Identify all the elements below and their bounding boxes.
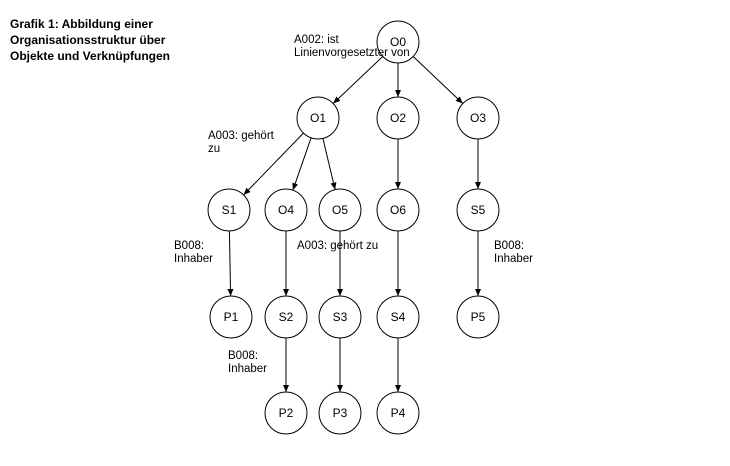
node-circle — [456, 188, 500, 232]
node-label: O2 — [390, 111, 406, 125]
edge-s1-p1 — [227, 230, 234, 297]
node-label: P4 — [391, 406, 406, 420]
node-label: P3 — [333, 406, 348, 420]
edge-label-b008-bottom: B008:Inhaber — [228, 350, 267, 375]
node-o1: O1 — [296, 96, 340, 140]
node-circle — [264, 295, 308, 339]
node-label: S2 — [279, 310, 294, 324]
node-label: P2 — [279, 406, 294, 420]
node-circle — [207, 188, 251, 232]
node-circle — [376, 295, 420, 339]
node-p5: P5 — [456, 295, 500, 339]
node-circle — [376, 96, 420, 140]
edge-label-line: B008: — [494, 240, 524, 252]
edge-label-line: B008: — [228, 350, 258, 362]
node-label: P5 — [471, 310, 486, 324]
node-circle — [209, 295, 253, 339]
edge-label-line: A002: ist — [294, 34, 340, 46]
node-label: S4 — [391, 310, 406, 324]
edges-layer — [227, 56, 481, 392]
edge-label-line: A003: gehört — [208, 130, 275, 142]
edge-o0-o1 — [332, 56, 384, 104]
node-o3: O3 — [456, 96, 500, 140]
title-line: Organisationsstruktur über — [10, 33, 166, 47]
node-s2: S2 — [264, 295, 308, 339]
edge-label-a003-mid: A003: gehört zu — [297, 240, 378, 252]
node-label: O6 — [390, 203, 406, 217]
node-label: O5 — [332, 203, 348, 217]
edge-label-line: zu — [208, 143, 220, 155]
edge-o0-o3 — [412, 56, 464, 104]
node-circle — [264, 391, 308, 435]
node-label: O4 — [278, 203, 294, 217]
node-label: S5 — [471, 203, 486, 217]
node-p1: P1 — [209, 295, 253, 339]
edge-o1-s1 — [243, 132, 304, 196]
node-circle — [318, 295, 362, 339]
node-o2: O2 — [376, 96, 420, 140]
node-label: O0 — [390, 35, 406, 49]
title-line: Grafik 1: Abbildung einer — [10, 17, 153, 31]
edge-label-line: Inhaber — [174, 253, 213, 265]
node-label: O1 — [310, 111, 326, 125]
edge-label-line: B008: — [174, 240, 204, 252]
node-o6: O6 — [376, 188, 420, 232]
node-label: O3 — [470, 111, 486, 125]
node-s4: S4 — [376, 295, 420, 339]
node-o4: O4 — [264, 188, 308, 232]
node-s5: S5 — [456, 188, 500, 232]
node-s3: S3 — [318, 295, 362, 339]
node-circle — [318, 391, 362, 435]
node-p3: P3 — [318, 391, 362, 435]
edge-o1-o4 — [292, 137, 312, 191]
edge-o1-o5 — [322, 138, 337, 190]
edge-label-line: A003: gehört zu — [297, 240, 378, 252]
node-circle — [456, 295, 500, 339]
edge-label-b008-left: B008:Inhaber — [174, 240, 213, 265]
node-label: P1 — [224, 310, 239, 324]
node-circle — [376, 20, 420, 64]
node-circle — [456, 96, 500, 140]
node-circle — [376, 391, 420, 435]
edge-label-line: Inhaber — [228, 363, 267, 375]
node-circle — [264, 188, 308, 232]
node-o0: O0 — [376, 20, 420, 64]
node-o5: O5 — [318, 188, 362, 232]
node-circle — [376, 188, 420, 232]
node-p2: P2 — [264, 391, 308, 435]
diagram-title: Grafik 1: Abbildung einer Organisationss… — [10, 16, 170, 64]
node-p4: P4 — [376, 391, 420, 435]
node-circle — [296, 96, 340, 140]
edge-label-line: Inhaber — [494, 253, 533, 265]
title-line: Objekte und Verknüpfungen — [10, 49, 171, 63]
edge-label-b008-right: B008:Inhaber — [494, 240, 533, 265]
node-label: S3 — [333, 310, 348, 324]
node-circle — [318, 188, 362, 232]
node-s1: S1 — [207, 188, 251, 232]
edge-label-line: Linienvorgesetzter von — [294, 47, 410, 59]
node-label: S1 — [222, 203, 237, 217]
